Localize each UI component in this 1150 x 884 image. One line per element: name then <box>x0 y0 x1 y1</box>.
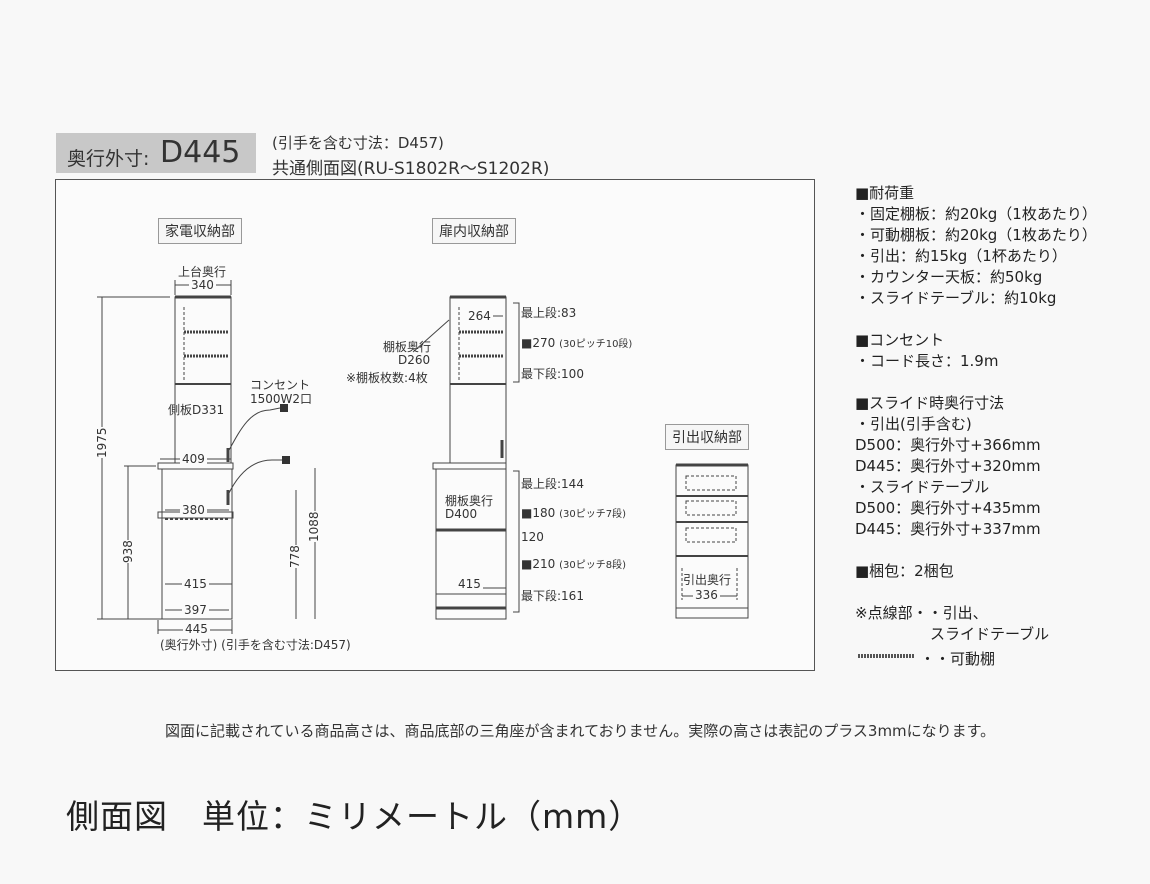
plug-icon <box>280 404 288 412</box>
shelf-depth: D260 <box>398 353 431 367</box>
drawer-depth-label: 引出奥行 <box>683 573 732 587</box>
spec-line: D500：奥行外寸+366mm <box>855 436 1041 454</box>
lower-top-shelf: 最上段:144 <box>521 477 584 491</box>
spec-line: ・可動棚板：約20kg（1枚あたり） <box>855 226 1097 244</box>
side-panel-depth: 側板D331 <box>168 403 225 417</box>
dim-778: 778 <box>288 545 302 568</box>
spec-line <box>855 582 1097 603</box>
spec-line: ・カウンター天板：約50kg <box>855 268 1043 286</box>
dim-1088: 1088 <box>307 511 321 542</box>
movable-shelf-legend: ・・可動棚 <box>920 650 996 668</box>
model-line: 共通側面図(RU-S1802R～S1202R) <box>272 159 550 179</box>
spec-line <box>855 540 1097 561</box>
spec-line: ・コード長さ：1.9m <box>855 352 999 370</box>
section-door: 扉内収納部 <box>432 218 516 244</box>
spec-line: ■耐荷重 <box>855 184 915 202</box>
spec-line <box>855 372 1097 393</box>
shelf-count: ※棚板枚数:4枚 <box>346 371 428 385</box>
appliance-lower-cabinet <box>161 468 233 620</box>
shelf-depth-label: 棚板奥行 <box>383 340 432 354</box>
spec-line: スライドテーブル <box>855 625 1050 643</box>
drawer-depth: 336 <box>693 588 720 602</box>
outlet-spec: 1500W2口 <box>250 392 313 406</box>
plug-icon <box>282 456 290 464</box>
dim-415: 415 <box>182 577 209 591</box>
pitch-270-note: (30ピッチ10段) <box>559 339 633 350</box>
appliance-caption: (奥行外寸) (引手を含む寸法:D457) <box>160 638 351 652</box>
depth-tag: 奥行外寸: D445 <box>56 133 256 173</box>
handle-note: (引手を含む寸法：D457) <box>272 134 444 152</box>
door-lower-cabinet <box>435 468 507 620</box>
upper-top-shelf: 最上段:83 <box>521 306 577 320</box>
pitch-180-value: ■180 <box>521 506 556 520</box>
dim-264: 264 <box>466 309 493 323</box>
spec-line: ■スライド時奥行寸法 <box>855 394 1005 412</box>
top-depth-label: 上台奥行 <box>178 265 227 279</box>
dim-397: 397 <box>182 603 209 617</box>
spec-line: D445：奥行外寸+337mm <box>855 520 1041 538</box>
spec-line: ・引出(引手含む) <box>855 415 972 433</box>
spec-line: ■コンセント <box>855 331 945 349</box>
dim-445: 445 <box>183 622 210 636</box>
spec-line: ・固定棚板：約20kg（1枚あたり） <box>855 205 1097 223</box>
dim-409: 409 <box>180 452 207 466</box>
spec-line: D500：奥行外寸+435mm <box>855 499 1041 517</box>
lower-bottom-shelf: 最下段:161 <box>521 589 584 603</box>
pitch-210: ■210 (30ピッチ8段) <box>521 556 626 571</box>
footer-note: 図面に記載されている商品高さは、商品底部の三角座が含まれておりません。実際の高さ… <box>165 722 996 740</box>
footer-title: 側面図 単位：ミリメートル（mm） <box>66 797 643 836</box>
spec-line: ・スライドテーブル <box>855 478 990 496</box>
pitch-210-note: (30ピッチ8段) <box>559 560 626 571</box>
spec-line: ・スライドテーブル：約10kg <box>855 289 1057 307</box>
spec-list: ■耐荷重・固定棚板：約20kg（1枚あたり） ・可動棚板：約20kg（1枚あたり）… <box>855 183 1097 645</box>
pitch-210-value: ■210 <box>521 557 556 571</box>
v-120: 120 <box>521 530 544 544</box>
section-drawer: 引出収納部 <box>665 424 749 450</box>
spec-line: ※点線部・・引出、 <box>855 604 988 622</box>
depth-label: 奥行外寸: <box>67 148 150 170</box>
door-dim-415: 415 <box>456 577 483 591</box>
spec-line: D445：奥行外寸+320mm <box>855 457 1041 475</box>
pitch-270-value: ■270 <box>521 336 556 350</box>
dim-938: 938 <box>121 540 135 563</box>
outlet-label: コンセント <box>250 378 311 392</box>
pitch-270: ■270 (30ピッチ10段) <box>521 335 632 350</box>
top-depth-value: 340 <box>189 278 216 292</box>
lower-depth: D400 <box>445 507 478 521</box>
spec-line <box>855 309 1097 330</box>
appliance-upper-cabinet <box>174 296 232 385</box>
door-counter <box>432 462 507 470</box>
lower-depth-label: 棚板奥行 <box>445 494 494 508</box>
upper-bottom-shelf: 最下段:100 <box>521 367 584 381</box>
pitch-180: ■180 (30ピッチ7段) <box>521 505 626 520</box>
dim-380: 380 <box>180 503 207 517</box>
depth-value: D445 <box>160 135 241 170</box>
total-height: 1975 <box>95 427 109 458</box>
pitch-180-note: (30ピッチ7段) <box>559 509 626 520</box>
spec-line: ■梱包：2梱包 <box>855 562 954 580</box>
spec-line: ・引出：約15kg（1杯あたり） <box>855 247 1067 265</box>
section-appliance: 家電収納部 <box>158 218 242 244</box>
